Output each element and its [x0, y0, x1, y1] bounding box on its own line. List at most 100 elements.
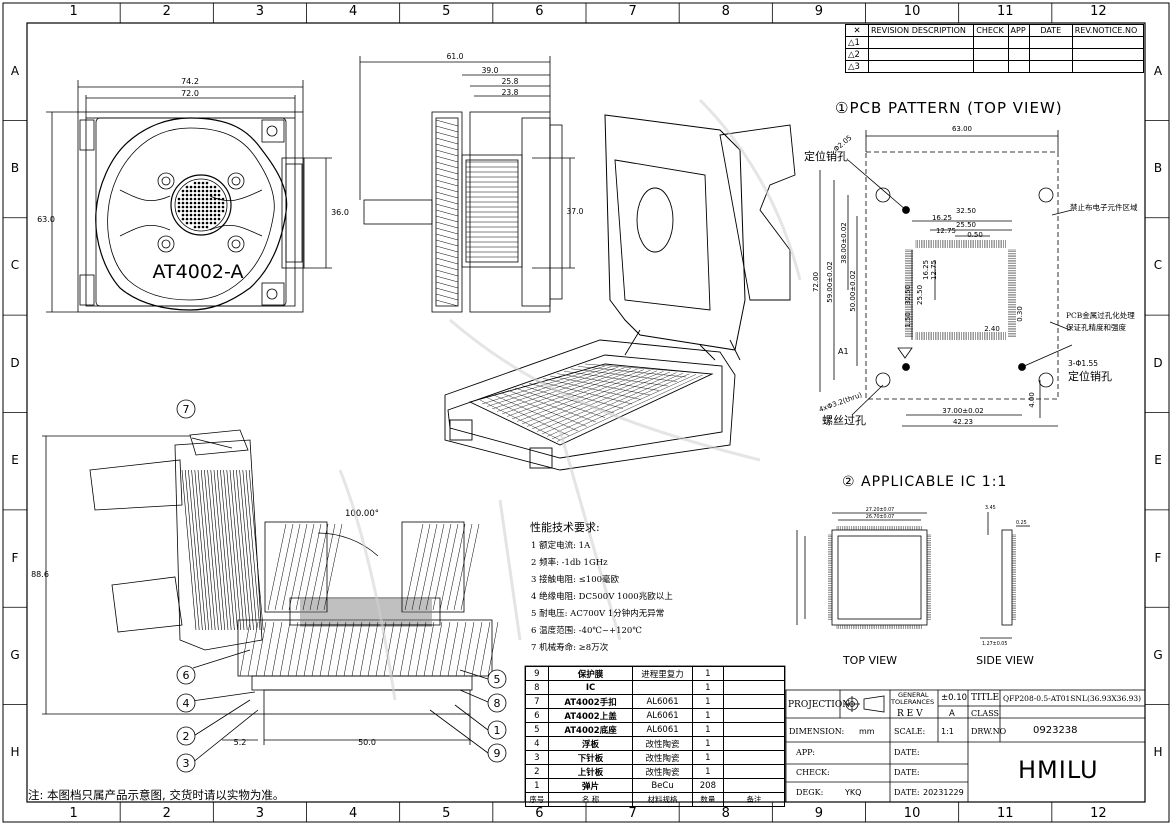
zone-col-top: 6: [535, 4, 544, 19]
bom-cell-material: BeCu: [632, 778, 693, 793]
bom-cell-qty: 1: [691, 736, 725, 751]
zone-col-top: 1: [69, 4, 78, 19]
pcb-dim-0-3: 0.30: [1016, 306, 1024, 322]
tb-app-label: APP:: [796, 748, 815, 757]
balloon-6: 6: [183, 669, 190, 682]
pcb-dim-2-4: 2.40: [984, 325, 1000, 333]
zone-row-right: G: [1153, 647, 1163, 662]
pcb-dim-4: 4.00: [1028, 392, 1036, 408]
bom-cell-qty: 1: [691, 708, 725, 723]
front-dim-74: 74.2: [181, 77, 199, 86]
zone-col-bottom: 7: [628, 806, 637, 821]
bom-cell-name: 浮板: [547, 736, 634, 751]
pcb-locating-size: 3-Φ1.55: [1068, 359, 1098, 368]
bom-cell-no: 8: [525, 680, 549, 695]
tb-date-label-2: DATE:: [894, 768, 920, 777]
bom-cell-material: [632, 680, 693, 695]
applicable-ic: [796, 512, 1030, 639]
tb-title-value: QFP208-0.5-AT01SNL(36.93X36.93): [1003, 694, 1142, 703]
zone-col-top: 11: [996, 4, 1014, 19]
pcb-locating-top: 定位销孔: [804, 149, 848, 163]
open-height: 88.6: [31, 570, 49, 579]
spec-item: 6 温度范围: -40℃~+120℃: [531, 626, 642, 636]
rev-header-desc: REVISION DESCRIPTION: [867, 24, 975, 37]
tb-scale-value: 1:1: [941, 727, 954, 736]
side-dim-39: 39.0: [482, 66, 499, 75]
open-dim-50: 50.0: [358, 738, 376, 747]
tb-title-label: TITLE: [971, 693, 1000, 703]
bom-cell-qty: 1: [691, 680, 725, 695]
pcb-dim-12-75v: 12.75: [930, 260, 938, 280]
tb-logo: HMILU: [1018, 756, 1099, 784]
zone-col-bottom: 2: [162, 806, 171, 821]
pcb-dim-25-5v: 25.50: [916, 285, 924, 305]
bom-cell-name: AT4002上盖: [547, 708, 634, 723]
spec-item: 3 接触电阻: ≤100毫欧: [531, 575, 620, 585]
bom-cell-note: [723, 666, 785, 681]
tb-class-label: CLASS: [971, 709, 1000, 718]
bom-cell-note: [723, 694, 785, 709]
bom-cell-qty: 1: [691, 694, 725, 709]
pcb-dim-25-5h: 25.50: [956, 221, 976, 229]
specs-title: 性能技术要求:: [530, 521, 600, 534]
zone-col-bottom: 3: [255, 806, 265, 821]
zone-col-top: 3: [255, 4, 265, 19]
pcb-screw-hole: 螺丝过孔: [822, 414, 866, 427]
zone-col-bottom: 9: [814, 806, 824, 821]
pcb-dim-12-75h: 12.75: [936, 227, 956, 235]
zone-col-top: 7: [628, 4, 637, 19]
pcb-dim-32-5v: 32.50: [904, 285, 912, 305]
zone-col-bottom: 1: [69, 806, 78, 821]
pcb-dim-59: 59.00±0.02: [826, 261, 834, 303]
pcb-dim-50: 50.00±0.02: [849, 270, 857, 312]
ic-dim-side-2: 0.25: [1016, 520, 1027, 526]
zone-col-bottom: 5: [442, 806, 451, 821]
bom-cell-name: 下针板: [547, 750, 634, 765]
zone-row-left: G: [10, 647, 20, 662]
bom-cell-note: [723, 778, 785, 793]
bom-cell-no: 6: [525, 708, 549, 723]
zone-row-right: E: [1154, 453, 1162, 468]
tb-check-label: CHECK:: [796, 768, 830, 777]
side-dim-61: 61.0: [447, 52, 464, 61]
rev-x-cell: ✕: [845, 24, 869, 37]
front-dim-63: 63.0: [37, 215, 55, 224]
bom-cell-material: 改性陶瓷: [632, 764, 693, 779]
tb-drw-label: DRW.NO: [971, 727, 1007, 736]
ic-top-view: TOP VIEW: [842, 654, 897, 667]
spec-item: 2 频率: -1db 1GHz: [531, 558, 608, 568]
side-dim-25-8: 25.8: [502, 77, 519, 86]
spec-item: 1 额定电流: 1A: [531, 541, 591, 551]
bom-cell-note: [723, 680, 785, 695]
pcb-a1: A1: [838, 347, 849, 356]
revision-table: ✕ REVISION DESCRIPTION CHECK APP DATE RE…: [845, 24, 1145, 73]
rev-row-1: △1: [845, 36, 869, 49]
bom-cell-material: AL6061: [632, 708, 693, 723]
zone-col-top: 5: [442, 4, 451, 19]
bom-cell-no: 3: [525, 750, 549, 765]
zone-col-top: 12: [1090, 4, 1107, 19]
tb-dimension-value: mm: [859, 727, 875, 736]
pcb-locating-bottom: 定位销孔: [1068, 369, 1112, 383]
zone-row-left: F: [11, 550, 19, 565]
zone-col-bottom: 12: [1090, 806, 1107, 821]
specs-list: 1 额定电流: 1A 2 频率: -1db 1GHz 3 接触电阻: ≤100毫…: [531, 538, 673, 657]
zone-row-right: C: [1153, 258, 1163, 273]
bom-cell-note: [723, 764, 785, 779]
front-part-label: AT4002-A: [153, 261, 244, 283]
bom-cell-note: [723, 736, 785, 751]
open-angle: 100.00°: [345, 509, 379, 519]
zone-col-top: 9: [814, 4, 824, 19]
pcb-dim-16-25v: 16.25: [922, 260, 930, 280]
balloon-1: 1: [494, 724, 501, 737]
zone-row-left: D: [10, 355, 20, 370]
pcb-plating-2: 保证孔精度和强度: [1066, 322, 1126, 332]
rev-header-notice: REV.NOTICE.NO: [1071, 24, 1145, 37]
